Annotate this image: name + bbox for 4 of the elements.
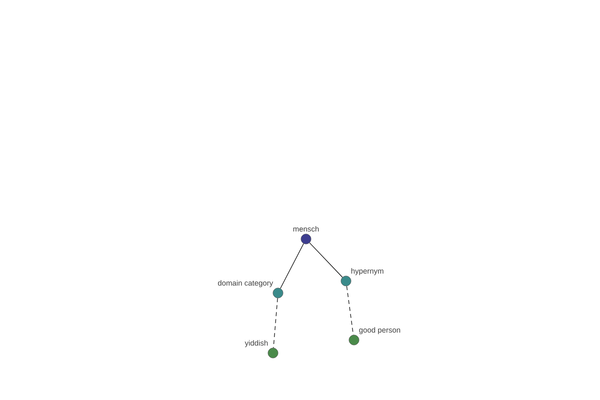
connector — [280, 243, 304, 289]
connector — [309, 242, 343, 278]
dashed-connector — [346, 286, 354, 336]
dashed-connector — [273, 298, 278, 348]
